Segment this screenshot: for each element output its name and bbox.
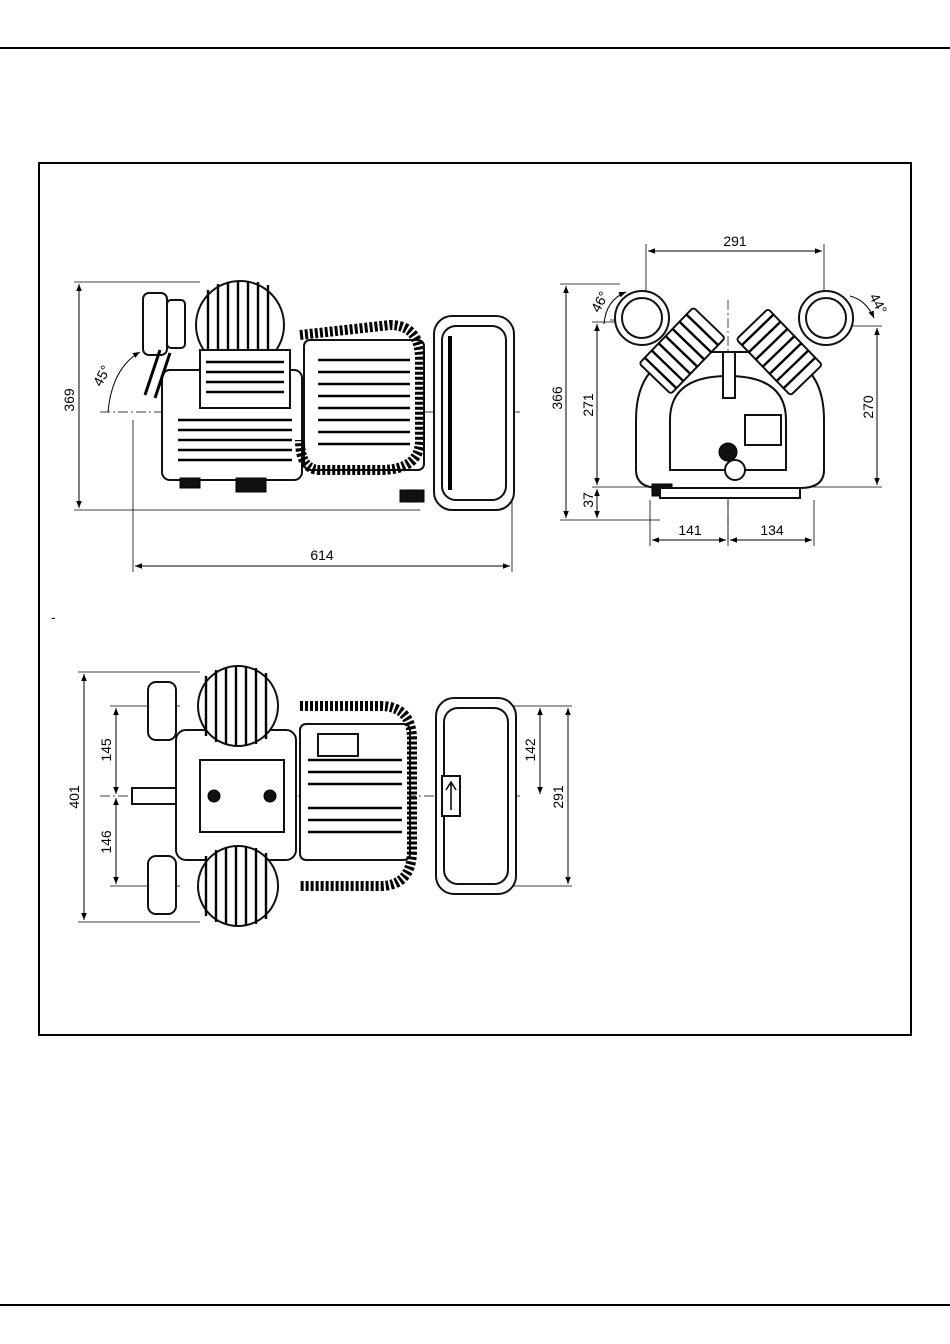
front-total-height-dim-label: 366: [549, 386, 565, 410]
front-width-dim-label: 291: [723, 233, 747, 249]
air-filter: [143, 293, 167, 355]
lower-filter: [148, 856, 176, 914]
side-view: 369 614 45°: [61, 281, 520, 572]
cylinder: [200, 350, 290, 408]
front-left-height-dim-label: 271: [580, 393, 596, 417]
angle-arc: [108, 352, 140, 412]
top-view: 401 145 146 142 291: [66, 666, 572, 926]
right-angle-dim-label: 44°: [866, 291, 890, 317]
upper-dim-label: 145: [98, 738, 114, 762]
left-angle-dim-label: 46°: [588, 289, 612, 315]
base-height-dim-label: 37: [580, 492, 596, 508]
right-total-dim-label: 291: [550, 785, 566, 809]
angle-dim-label: 45°: [90, 363, 114, 389]
height-dim-label: 369: [61, 388, 77, 412]
top-width-dim-label: 401: [66, 785, 82, 809]
length-dim-label: 614: [310, 547, 334, 563]
front-right-height-dim-label: 270: [860, 395, 876, 419]
nameplate: [745, 415, 781, 445]
right-upper-dim-label: 142: [522, 738, 538, 762]
right-half-dim-label: 134: [760, 522, 784, 538]
lower-dim-label: 146: [98, 830, 114, 854]
shaft: [132, 788, 182, 804]
front-view: 291 366 271 37 270 141 134 46° 44°: [549, 233, 890, 546]
upper-filter: [148, 682, 176, 740]
left-half-dim-label: 141: [678, 522, 702, 538]
stray-mark: -: [51, 609, 56, 625]
